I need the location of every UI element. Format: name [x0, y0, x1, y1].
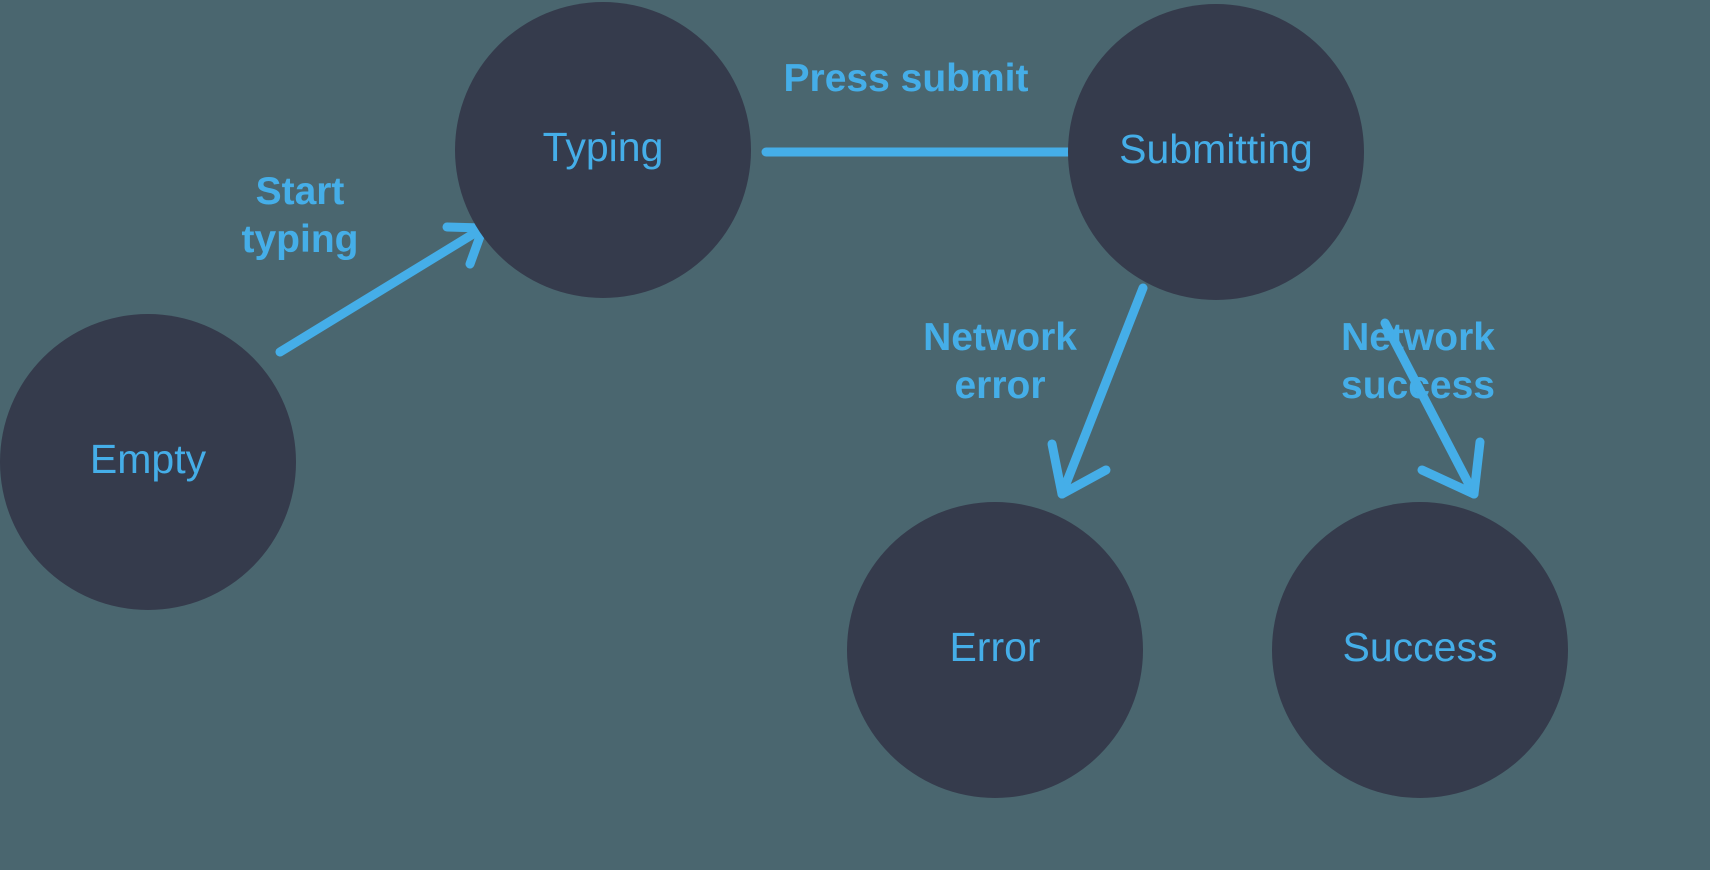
- state-node-typing[interactable]: Typing: [455, 2, 751, 298]
- state-label-submitting: Submitting: [1119, 126, 1313, 172]
- transition-label-line: Press submit: [784, 57, 1029, 100]
- transition-label-network-success: Network success: [1341, 316, 1495, 407]
- state-label-empty: Empty: [90, 436, 207, 482]
- state-label-success: Success: [1343, 624, 1498, 670]
- transition-line-start-typing: [275, 223, 488, 357]
- transition-network-error[interactable]: Network error: [923, 283, 1148, 499]
- transition-label-network-error: Network error: [923, 316, 1077, 407]
- state-circle-submitting[interactable]: [1068, 4, 1364, 300]
- transition-label-line: Network: [1341, 316, 1495, 359]
- transition-label-line: Start: [256, 170, 345, 213]
- state-node-success[interactable]: Success: [1272, 502, 1568, 798]
- arrowhead-icon-network-success: [1417, 437, 1485, 499]
- transition-label-press-submit: Press submit: [784, 57, 1029, 100]
- transition-line-network-success: [1380, 318, 1479, 499]
- transition-label-start-typing: Start typing: [242, 170, 359, 261]
- arrowhead-icon-network-error: [1047, 439, 1111, 499]
- state-circle-empty[interactable]: [0, 314, 296, 610]
- state-node-error[interactable]: Error: [847, 502, 1143, 798]
- state-circle-typing[interactable]: [455, 2, 751, 298]
- state-circle-success[interactable]: [1272, 502, 1568, 798]
- transition-label-line: error: [954, 364, 1045, 407]
- transition-network-success[interactable]: Network success: [1341, 316, 1495, 499]
- state-label-typing: Typing: [543, 124, 664, 170]
- state-circle-error[interactable]: [847, 502, 1143, 798]
- transition-line-network-error: [1057, 283, 1148, 499]
- state-node-empty[interactable]: Empty: [0, 314, 296, 610]
- state-node-submitting[interactable]: Submitting: [1068, 4, 1364, 300]
- transition-label-line: Network: [923, 316, 1077, 359]
- transition-label-line: typing: [242, 218, 359, 261]
- state-label-error: Error: [949, 624, 1040, 670]
- transition-label-line: success: [1341, 364, 1495, 407]
